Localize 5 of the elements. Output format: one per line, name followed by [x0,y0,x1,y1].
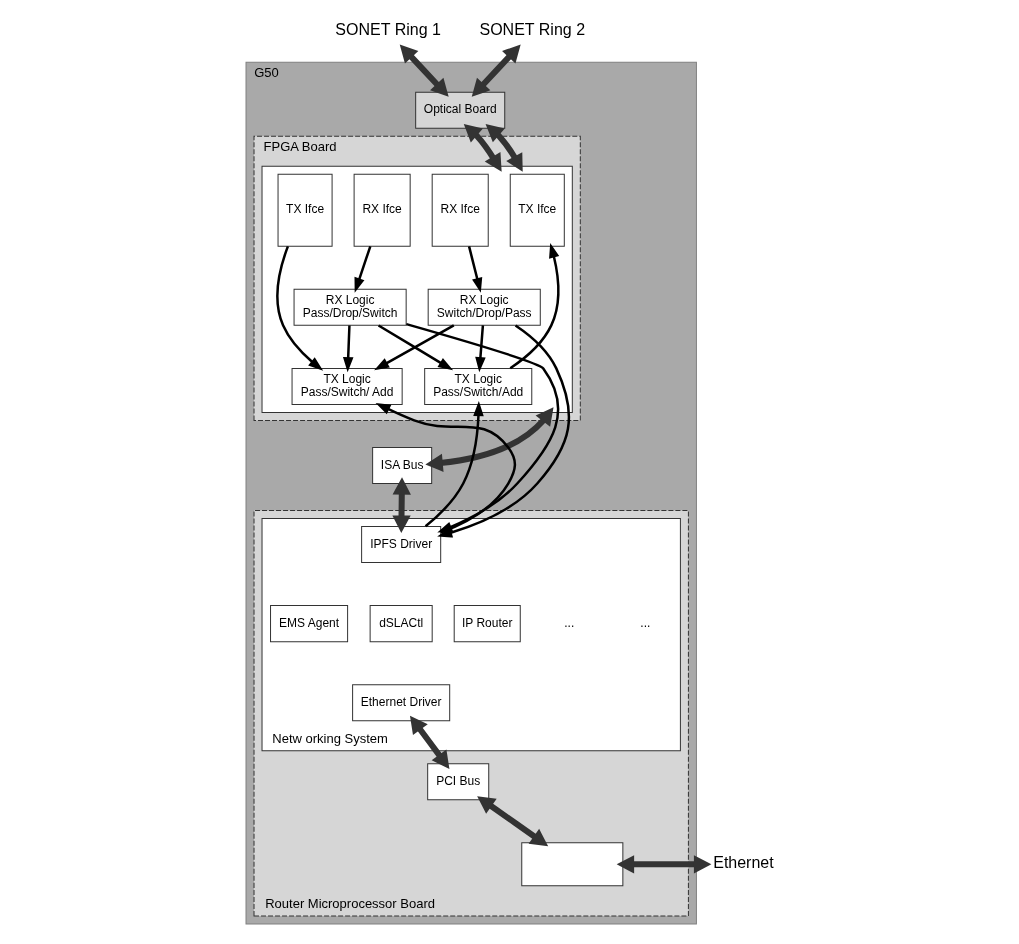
node-text: SONET Ring 1 [334,20,441,38]
node-text: Ethernet [712,853,774,871]
label: ... [639,615,650,630]
label: ... [563,615,574,630]
node-text: SONET Ring 2 [479,20,585,38]
